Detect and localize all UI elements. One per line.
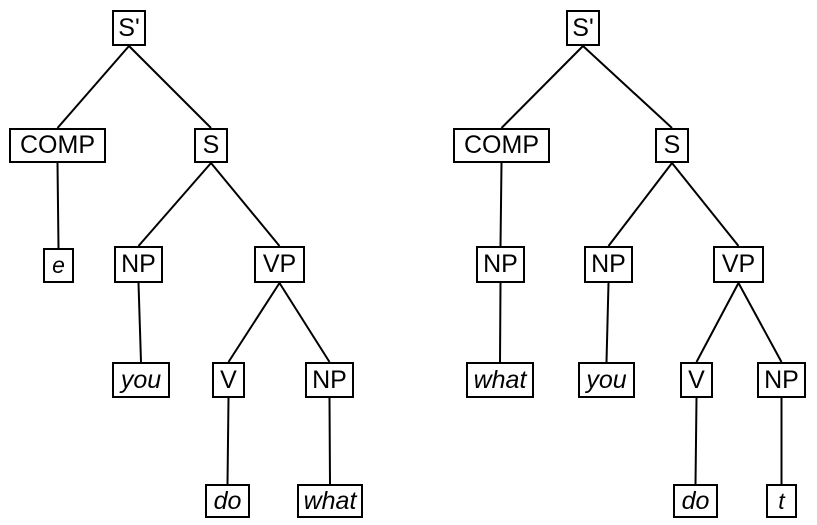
tree-node-label: NP <box>121 250 156 278</box>
tree-edge <box>607 162 673 247</box>
tree-node-sbar: S' <box>112 10 146 46</box>
tree-edge <box>605 282 610 363</box>
tree-node-vp: VP <box>713 246 764 283</box>
tree-node-label: S <box>663 131 681 159</box>
tree-edge <box>695 282 740 363</box>
tree-node-label: V <box>220 365 237 394</box>
tree-node-label: VP <box>721 250 756 278</box>
tree-node-np: NP <box>476 246 525 283</box>
tree-node-label: COMP <box>464 131 539 159</box>
tree-node-label: COMP <box>20 131 95 159</box>
tree-node-label: NP <box>312 365 347 394</box>
tree-node-np: NP <box>584 246 633 283</box>
tree-edge <box>137 282 142 363</box>
tree-node-label: e <box>52 252 65 278</box>
tree-edge <box>671 162 740 247</box>
tree-node-you: you <box>578 362 635 398</box>
tree-node-label: what <box>303 486 357 515</box>
tree-node-label: you <box>586 365 627 394</box>
tree-edge <box>226 397 230 485</box>
tree-node-label: V <box>688 365 705 394</box>
tree-edge <box>56 162 60 249</box>
tree-edge <box>694 397 698 485</box>
tree-edge <box>227 282 281 363</box>
tree-node-vp: VP <box>254 246 305 283</box>
tree-node-do: do <box>673 484 718 518</box>
tree-node-t: t <box>766 484 797 518</box>
tree-edge <box>582 45 673 129</box>
tree-edge <box>499 162 503 247</box>
tree-node-s: S <box>194 128 228 163</box>
tree-node-comp: COMP <box>453 128 550 163</box>
tree-node-e: e <box>43 248 74 283</box>
tree-node-np: NP <box>757 362 806 398</box>
tree-node-label: what <box>473 365 527 394</box>
tree-node-sbar: S' <box>566 10 600 46</box>
tree-node-label: t <box>778 487 785 514</box>
tree-node-label: do <box>213 486 242 515</box>
tree-edge <box>500 45 584 129</box>
tree-edge <box>210 162 281 247</box>
tree-node-comp: COMP <box>9 128 106 163</box>
tree-node-np: NP <box>114 246 163 283</box>
tree-node-v: V <box>680 362 713 398</box>
tree-edge <box>56 45 130 129</box>
tree-node-v: V <box>212 362 245 398</box>
tree-node-label: NP <box>764 365 799 394</box>
tree-node-label: NP <box>483 250 518 278</box>
tree-node-s: S <box>655 128 689 163</box>
tree-node-np: NP <box>305 362 354 398</box>
tree-node-label: S <box>202 131 220 159</box>
tree-node-you: you <box>112 362 170 398</box>
tree-node-label: S' <box>118 13 140 42</box>
tree-edge <box>737 282 783 363</box>
tree-node-what: what <box>297 484 363 518</box>
tree-edge <box>137 162 212 247</box>
tree-edge <box>499 282 502 363</box>
tree-node-what: what <box>466 362 534 398</box>
tree-node-label: S' <box>572 13 594 42</box>
tree-node-do: do <box>205 484 250 518</box>
tree-node-label: you <box>120 365 162 394</box>
tree-node-label: VP <box>262 250 297 278</box>
tree-edge <box>278 282 331 363</box>
tree-node-label: do <box>681 486 710 515</box>
tree-node-label: NP <box>591 250 626 278</box>
tree-edge <box>128 45 212 129</box>
tree-edge <box>328 397 331 485</box>
